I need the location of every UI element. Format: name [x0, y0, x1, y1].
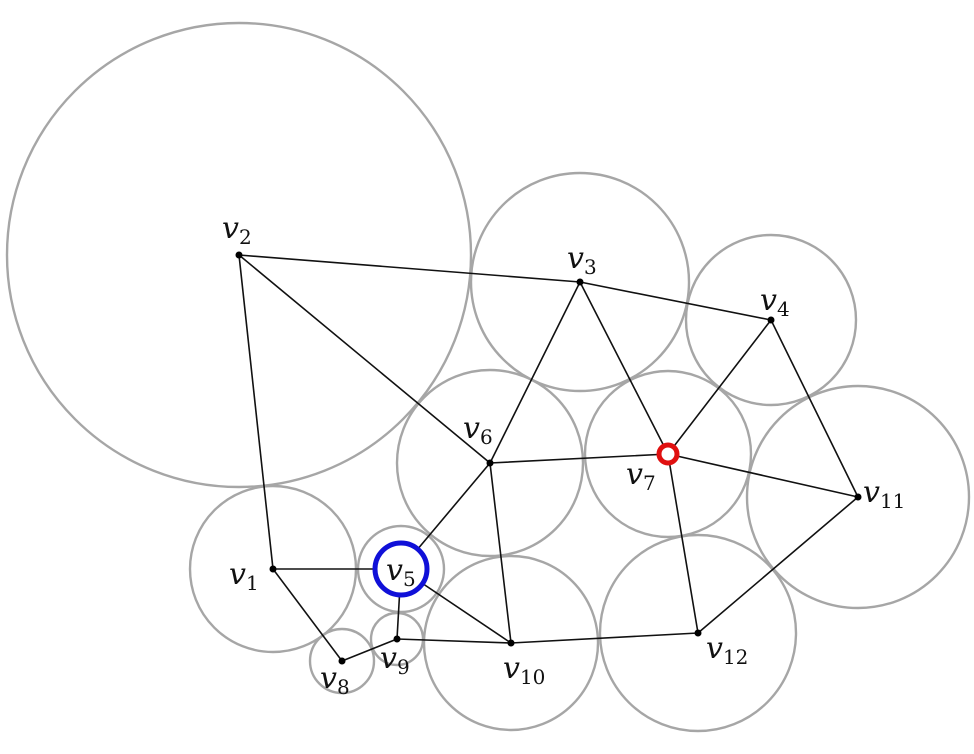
vertex-v4 [767, 316, 775, 324]
vertex-v2 [235, 251, 243, 259]
circle-v6 [395, 368, 585, 558]
vertex-label-v5: v5 [386, 553, 416, 591]
edge-v3-v6 [489, 281, 581, 464]
edge-v7-v11 [667, 453, 859, 498]
vertex-label-base: v [503, 651, 520, 686]
vertex-label-subscript: 9 [397, 655, 410, 679]
vertex-label-subscript: 5 [403, 567, 416, 591]
edge-v4-v7 [667, 319, 772, 455]
circle-v4 [684, 233, 858, 407]
edge-v8-v9 [341, 638, 398, 662]
vertex-label-v8: v8 [320, 661, 350, 699]
vertex-label-base: v [320, 661, 337, 696]
circle-v12 [598, 533, 798, 733]
vertex-label-subscript: 8 [337, 675, 350, 699]
edge-v2-v1 [238, 254, 274, 570]
vertex-v12 [694, 629, 702, 637]
vertex-label-subscript: 10 [520, 665, 545, 689]
vertex-label-subscript: 3 [584, 255, 597, 279]
vertex-v5-highlight-ring [372, 540, 430, 598]
vertex-label-v2: v2 [222, 211, 252, 249]
edge-v4-v11 [770, 319, 859, 498]
edge-v9-v10 [396, 638, 512, 644]
vertex-v1 [269, 565, 277, 573]
edge-v1-v8 [272, 568, 343, 662]
vertex-label-v10: v10 [503, 651, 545, 689]
edge-v10-v12 [510, 632, 699, 644]
vertex-v6 [486, 459, 494, 467]
vertex-label-base: v [463, 411, 480, 446]
circle-v8 [308, 627, 376, 695]
edge-v6-v7 [489, 453, 669, 464]
vertex-label-v4: v4 [760, 283, 790, 321]
vertex-label-base: v [863, 475, 880, 510]
vertex-label-v7: v7 [626, 457, 656, 495]
vertex-label-v11: v11 [863, 475, 905, 513]
vertex-label-base: v [706, 631, 723, 666]
vertex-label-v6: v6 [463, 411, 493, 449]
vertex-label-subscript: 2 [239, 225, 252, 249]
edge-v12-v11 [697, 496, 859, 634]
edge-v7-v12 [667, 453, 699, 634]
circles-layer [5, 21, 971, 733]
vertex-label-base: v [567, 241, 584, 276]
vertex-label-subscript: 7 [643, 471, 656, 495]
vertex-v8 [338, 657, 346, 665]
circle-v3 [469, 171, 691, 393]
circle-v2 [5, 21, 473, 489]
circle-v7 [583, 369, 753, 539]
vertex-v9 [393, 635, 401, 643]
vertex-label-subscript: 6 [480, 425, 493, 449]
circle-v10 [422, 554, 600, 732]
vertex-label-v3: v3 [567, 241, 597, 279]
vertex-v11 [854, 493, 862, 501]
vertex-v3 [576, 278, 584, 286]
vertex-label-base: v [760, 283, 777, 318]
vertex-label-subscript: 4 [777, 297, 790, 321]
vertex-label-v9: v9 [380, 641, 410, 679]
vertex-v7-highlight-ring [656, 442, 680, 466]
vertex-label-base: v [386, 553, 403, 588]
vertex-label-base: v [229, 557, 246, 592]
vertex-label-v12: v12 [706, 631, 748, 669]
edge-v2-v3 [238, 254, 581, 283]
vertex-label-base: v [626, 457, 643, 492]
edge-v6-v10 [489, 462, 512, 644]
vertex-label-subscript: 1 [246, 571, 259, 595]
vertices-layer [235, 251, 862, 665]
edge-v3-v7 [579, 281, 669, 455]
vertex-label-subscript: 11 [880, 489, 905, 513]
edge-v3-v4 [579, 281, 772, 321]
vertex-label-subscript: 12 [723, 645, 748, 669]
vertex-label-base: v [380, 641, 397, 676]
vertex-label-v1: v1 [229, 557, 259, 595]
vertex-v10 [507, 639, 515, 647]
edge-v2-v6 [238, 254, 491, 464]
circle-v11 [745, 384, 971, 610]
vertex-label-base: v [222, 211, 239, 246]
